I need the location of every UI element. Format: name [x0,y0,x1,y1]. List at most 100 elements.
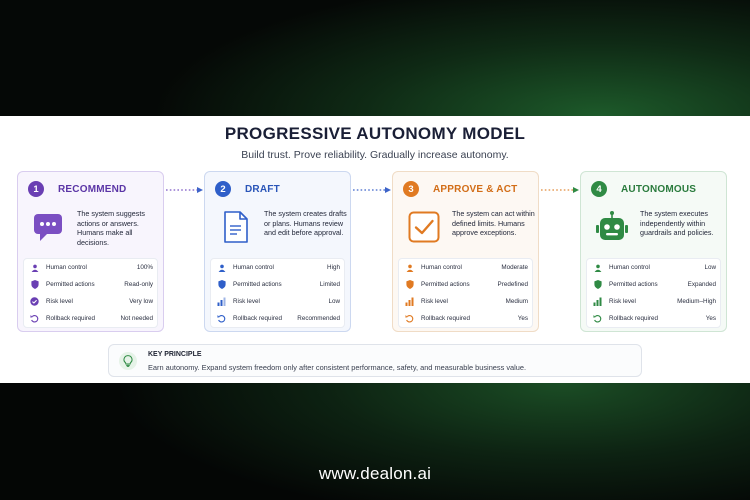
metric-value: Medium–High [677,298,716,305]
metric-value: Read-only [124,281,153,288]
step-card-autonomous: 4 AUTONOMOUS The system executes indepen… [580,171,727,332]
undo-icon [593,314,602,323]
step-number-badge: 1 [28,181,44,197]
metric-label: Human control [421,264,462,271]
metric-row-rollback: Rollback required Not needed [24,310,159,327]
metric-row-risk-level: Risk level Very low [24,293,159,310]
metric-value: Expanded [687,281,716,288]
lightbulb-icon [119,352,137,370]
metric-row-rollback: Rollback required Yes [399,310,534,327]
metric-value: Limited [319,281,340,288]
metric-value: Medium [505,298,528,305]
person-icon [405,263,414,272]
metric-value: Very low [129,298,153,305]
key-principle-text: Earn autonomy. Expand system freedom onl… [148,363,527,372]
metric-row-permitted-actions: Permitted actions Read-only [24,276,159,293]
step-header: 4 AUTONOMOUS [591,180,696,198]
key-principle-title: KEY PRINCIPLE [148,351,202,358]
shield-icon [405,280,414,289]
undo-icon [30,314,39,323]
step-header: 1 RECOMMEND [28,180,126,198]
metric-label: Risk level [233,298,260,305]
metric-row-human-control: Human control 100% [24,259,159,276]
step-title: APPROVE & ACT [433,183,518,195]
step-header: 3 APPROVE & ACT [403,180,517,198]
metric-value: 100% [136,264,153,271]
page-title: PROGRESSIVE AUTONOMY MODEL [224,124,526,143]
metric-value: High [327,264,340,271]
metric-row-human-control: Human control Low [587,259,722,276]
metric-label: Human control [233,264,274,271]
key-principle-box: KEY PRINCIPLE Earn autonomy. Expand syst… [108,344,642,377]
step-card-recommend: 1 RECOMMEND The system suggests actions … [17,171,164,332]
metric-row-risk-level: Risk level Medium [399,293,534,310]
step-description: The system can act within defined limits… [452,209,535,237]
metric-row-rollback: Rollback required Yes [587,310,722,327]
metric-row-permitted-actions: Permitted actions Limited [211,276,346,293]
metric-label: Permitted actions [233,281,282,288]
person-icon [593,263,602,272]
metrics-table: Human control High Permitted actions Lim… [210,258,345,328]
metric-value: Low [328,298,340,305]
metric-row-permitted-actions: Permitted actions Expanded [587,276,722,293]
metric-row-risk-level: Risk level Low [211,293,346,310]
shield-icon [217,280,226,289]
metric-value: Predefined [497,281,528,288]
arrow-connector [166,186,204,194]
arrow-connector [353,186,392,194]
chat-bubble-icon [32,210,66,244]
bars-icon [593,297,602,306]
person-icon [30,263,39,272]
metric-label: Permitted actions [421,281,470,288]
metrics-table: Human control Moderate Permitted actions… [398,258,533,328]
metric-value: Recommended [297,315,340,322]
metric-label: Rollback required [609,315,659,322]
metrics-table: Human control 100% Permitted actions Rea… [23,258,158,328]
metric-label: Rollback required [46,315,96,322]
check-badge-icon [30,297,39,306]
metric-value: Moderate [501,264,528,271]
arrow-connector [541,186,580,194]
shield-icon [593,280,602,289]
metric-value: Yes [517,315,528,322]
metric-value: Low [704,264,716,271]
undo-icon [405,314,414,323]
step-description: The system suggests actions or answers. … [77,209,145,247]
metrics-table: Human control Low Permitted actions Expa… [586,258,721,328]
bars-icon [217,297,226,306]
metric-value: Not needed [120,315,153,322]
step-title: AUTONOMOUS [621,183,697,195]
undo-icon [217,314,226,323]
page-subtitle: Build trust. Prove reliability. Graduall… [241,149,509,161]
metric-row-rollback: Rollback required Recommended [211,310,346,327]
document-icon [219,210,253,244]
step-title: DRAFT [245,183,280,195]
person-icon [217,263,226,272]
metric-row-human-control: Human control High [211,259,346,276]
metric-label: Permitted actions [46,281,95,288]
step-number-badge: 3 [403,181,419,197]
metric-label: Risk level [421,298,448,305]
metric-row-risk-level: Risk level Medium–High [587,293,722,310]
robot-icon [595,210,629,244]
metric-label: Human control [609,264,650,271]
top-background [0,0,750,116]
step-description: The system creates drafts or plans. Huma… [264,209,347,237]
step-description: The system executes independently within… [640,209,714,237]
bars-icon [405,297,414,306]
shield-icon [30,280,39,289]
step-number-badge: 2 [215,181,231,197]
step-card-draft: 2 DRAFT The system creates drafts or pla… [204,171,351,332]
step-card-approve-act: 3 APPROVE & ACT The system can act withi… [392,171,539,332]
metric-row-permitted-actions: Permitted actions Predefined [399,276,534,293]
metric-row-human-control: Human control Moderate [399,259,534,276]
metric-label: Rollback required [233,315,283,322]
step-number-badge: 4 [591,181,607,197]
metric-label: Rollback required [421,315,471,322]
metric-label: Human control [46,264,87,271]
step-title: RECOMMEND [58,183,127,195]
metric-label: Risk level [46,298,73,305]
step-header: 2 DRAFT [215,180,280,198]
metric-label: Risk level [609,298,636,305]
metric-value: Yes [705,315,716,322]
